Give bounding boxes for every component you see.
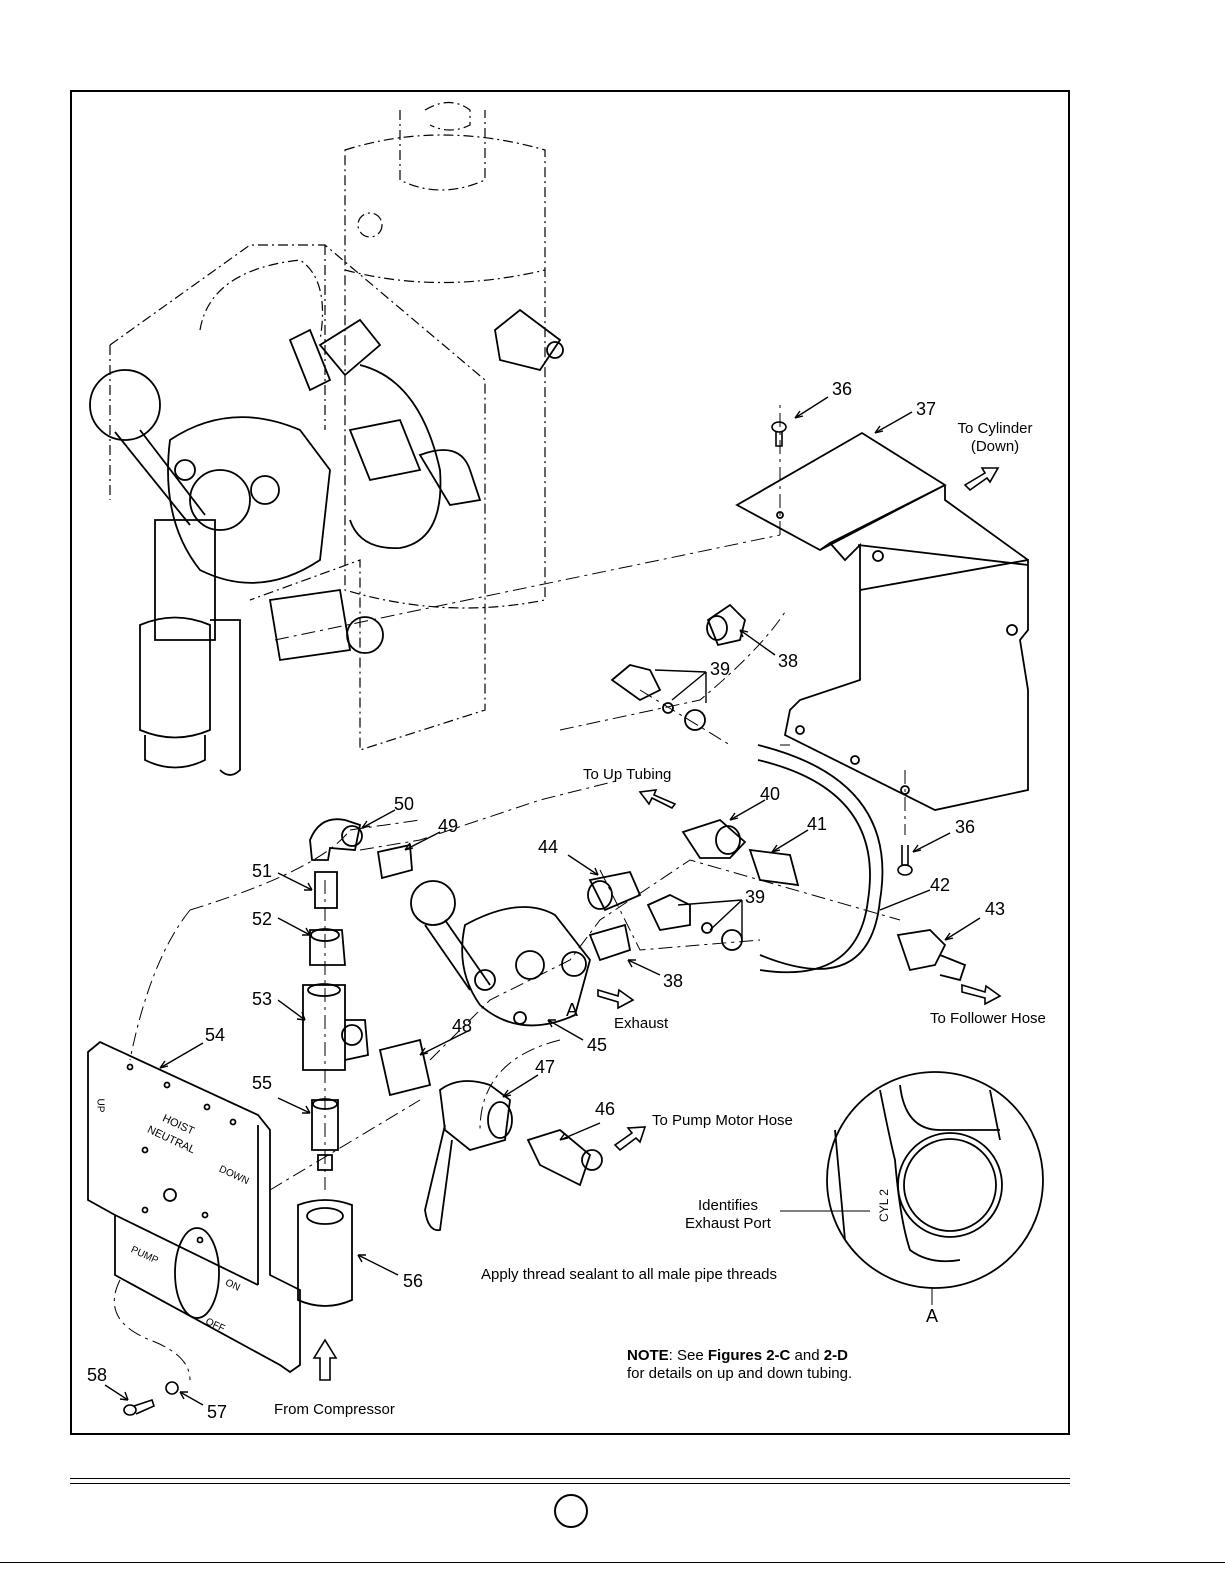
- callout-57: 57: [207, 1402, 228, 1422]
- screw-36: [771, 421, 913, 876]
- detail-circle-a: [780, 1071, 1044, 1305]
- upper-valve-assembly: [89, 308, 564, 776]
- plate-54: [87, 1040, 301, 1374]
- callout-38-bottom: 38: [663, 971, 684, 991]
- footer-rule-top: [70, 1478, 1070, 1479]
- callout-48: 48: [452, 1016, 473, 1036]
- footer-rule-bottom: [70, 1483, 1070, 1484]
- detail-letter-a-main: A: [566, 1000, 579, 1020]
- callout-53: 53: [252, 989, 273, 1009]
- callout-54: 54: [205, 1025, 226, 1045]
- callout-44: 44: [538, 837, 559, 857]
- screw-58: [123, 1381, 179, 1416]
- plate-text-up: UP: [94, 1098, 106, 1113]
- lower-valve-assembly: [410, 880, 591, 1027]
- callout-51: 51: [252, 861, 273, 881]
- ball-valve-47: [424, 1080, 603, 1232]
- label-identifies-exhaust-port: Identifies Exhaust Port: [683, 1197, 773, 1233]
- diagram-frame: [70, 90, 1070, 1435]
- callout-56: 56: [403, 1271, 424, 1291]
- callout-40: 40: [760, 784, 781, 804]
- label-to-cylinder: To Cylinder (Down): [945, 420, 1045, 456]
- label-identifies-line1: Identifies: [697, 1197, 759, 1214]
- bracket-37: [735, 431, 1029, 811]
- callout-39-bottom: 39: [745, 887, 766, 907]
- note-bold: NOTE: [627, 1347, 669, 1364]
- label-to-pump-motor-hose: To Pump Motor Hose: [652, 1112, 793, 1129]
- mounting-bracket-phantom: [109, 244, 486, 751]
- note-line2: for details on up and down tubing.: [627, 1365, 853, 1382]
- note-and: and: [790, 1347, 824, 1364]
- centerlines: [113, 400, 906, 1381]
- callout-58: 58: [87, 1365, 108, 1385]
- label-apply-sealant: Apply thread sealant to all male pipe th…: [481, 1266, 778, 1283]
- pipe-stack: [297, 818, 432, 1307]
- callout-38-top: 38: [778, 651, 799, 671]
- callout-55: 55: [252, 1073, 273, 1093]
- callout-37: 37: [916, 399, 937, 419]
- callout-49: 49: [438, 816, 459, 836]
- note-figure-2d: 2-D: [823, 1347, 848, 1364]
- page-number-circle: [554, 1494, 588, 1528]
- callout-42: 42: [930, 875, 951, 895]
- callout-46: 46: [595, 1099, 616, 1119]
- callout-39-top: 39: [710, 659, 731, 679]
- label-to-follower-hose: To Follower Hose: [930, 1010, 1046, 1027]
- label-from-compressor: From Compressor: [274, 1401, 395, 1418]
- callout-43: 43: [985, 899, 1006, 919]
- callout-47: 47: [535, 1057, 556, 1077]
- callout-36-bottom: 36: [955, 817, 976, 837]
- detail-text-cyl2: CYL 2: [876, 1189, 891, 1222]
- label-to-cylinder-line1: To Cylinder: [957, 420, 1033, 437]
- flow-arrows: [312, 467, 1002, 1381]
- fittings: [587, 603, 967, 982]
- note-text: : See: [668, 1347, 708, 1364]
- detail-letter-a-inset: A: [926, 1306, 939, 1326]
- label-to-up-tubing: To Up Tubing: [583, 766, 672, 783]
- note-block: NOTE: See Figures 2-C and 2-D for detail…: [627, 1347, 852, 1383]
- callout-45: 45: [587, 1035, 608, 1055]
- label-exhaust: Exhaust: [614, 1015, 669, 1032]
- callout-41: 41: [807, 814, 828, 834]
- label-identifies-line2: Exhaust Port: [685, 1215, 771, 1232]
- label-to-cylinder-line2: (Down): [970, 438, 1020, 455]
- hydraulic-cylinder-phantom: [344, 101, 546, 609]
- callout-50: 50: [394, 794, 415, 814]
- page-bottom-rule: [0, 1562, 1225, 1563]
- callout-36-top: 36: [832, 379, 853, 399]
- leader-lines: [104, 396, 981, 1406]
- note-figure-2c: Figures 2-C: [707, 1347, 791, 1364]
- callout-52: 52: [252, 909, 273, 929]
